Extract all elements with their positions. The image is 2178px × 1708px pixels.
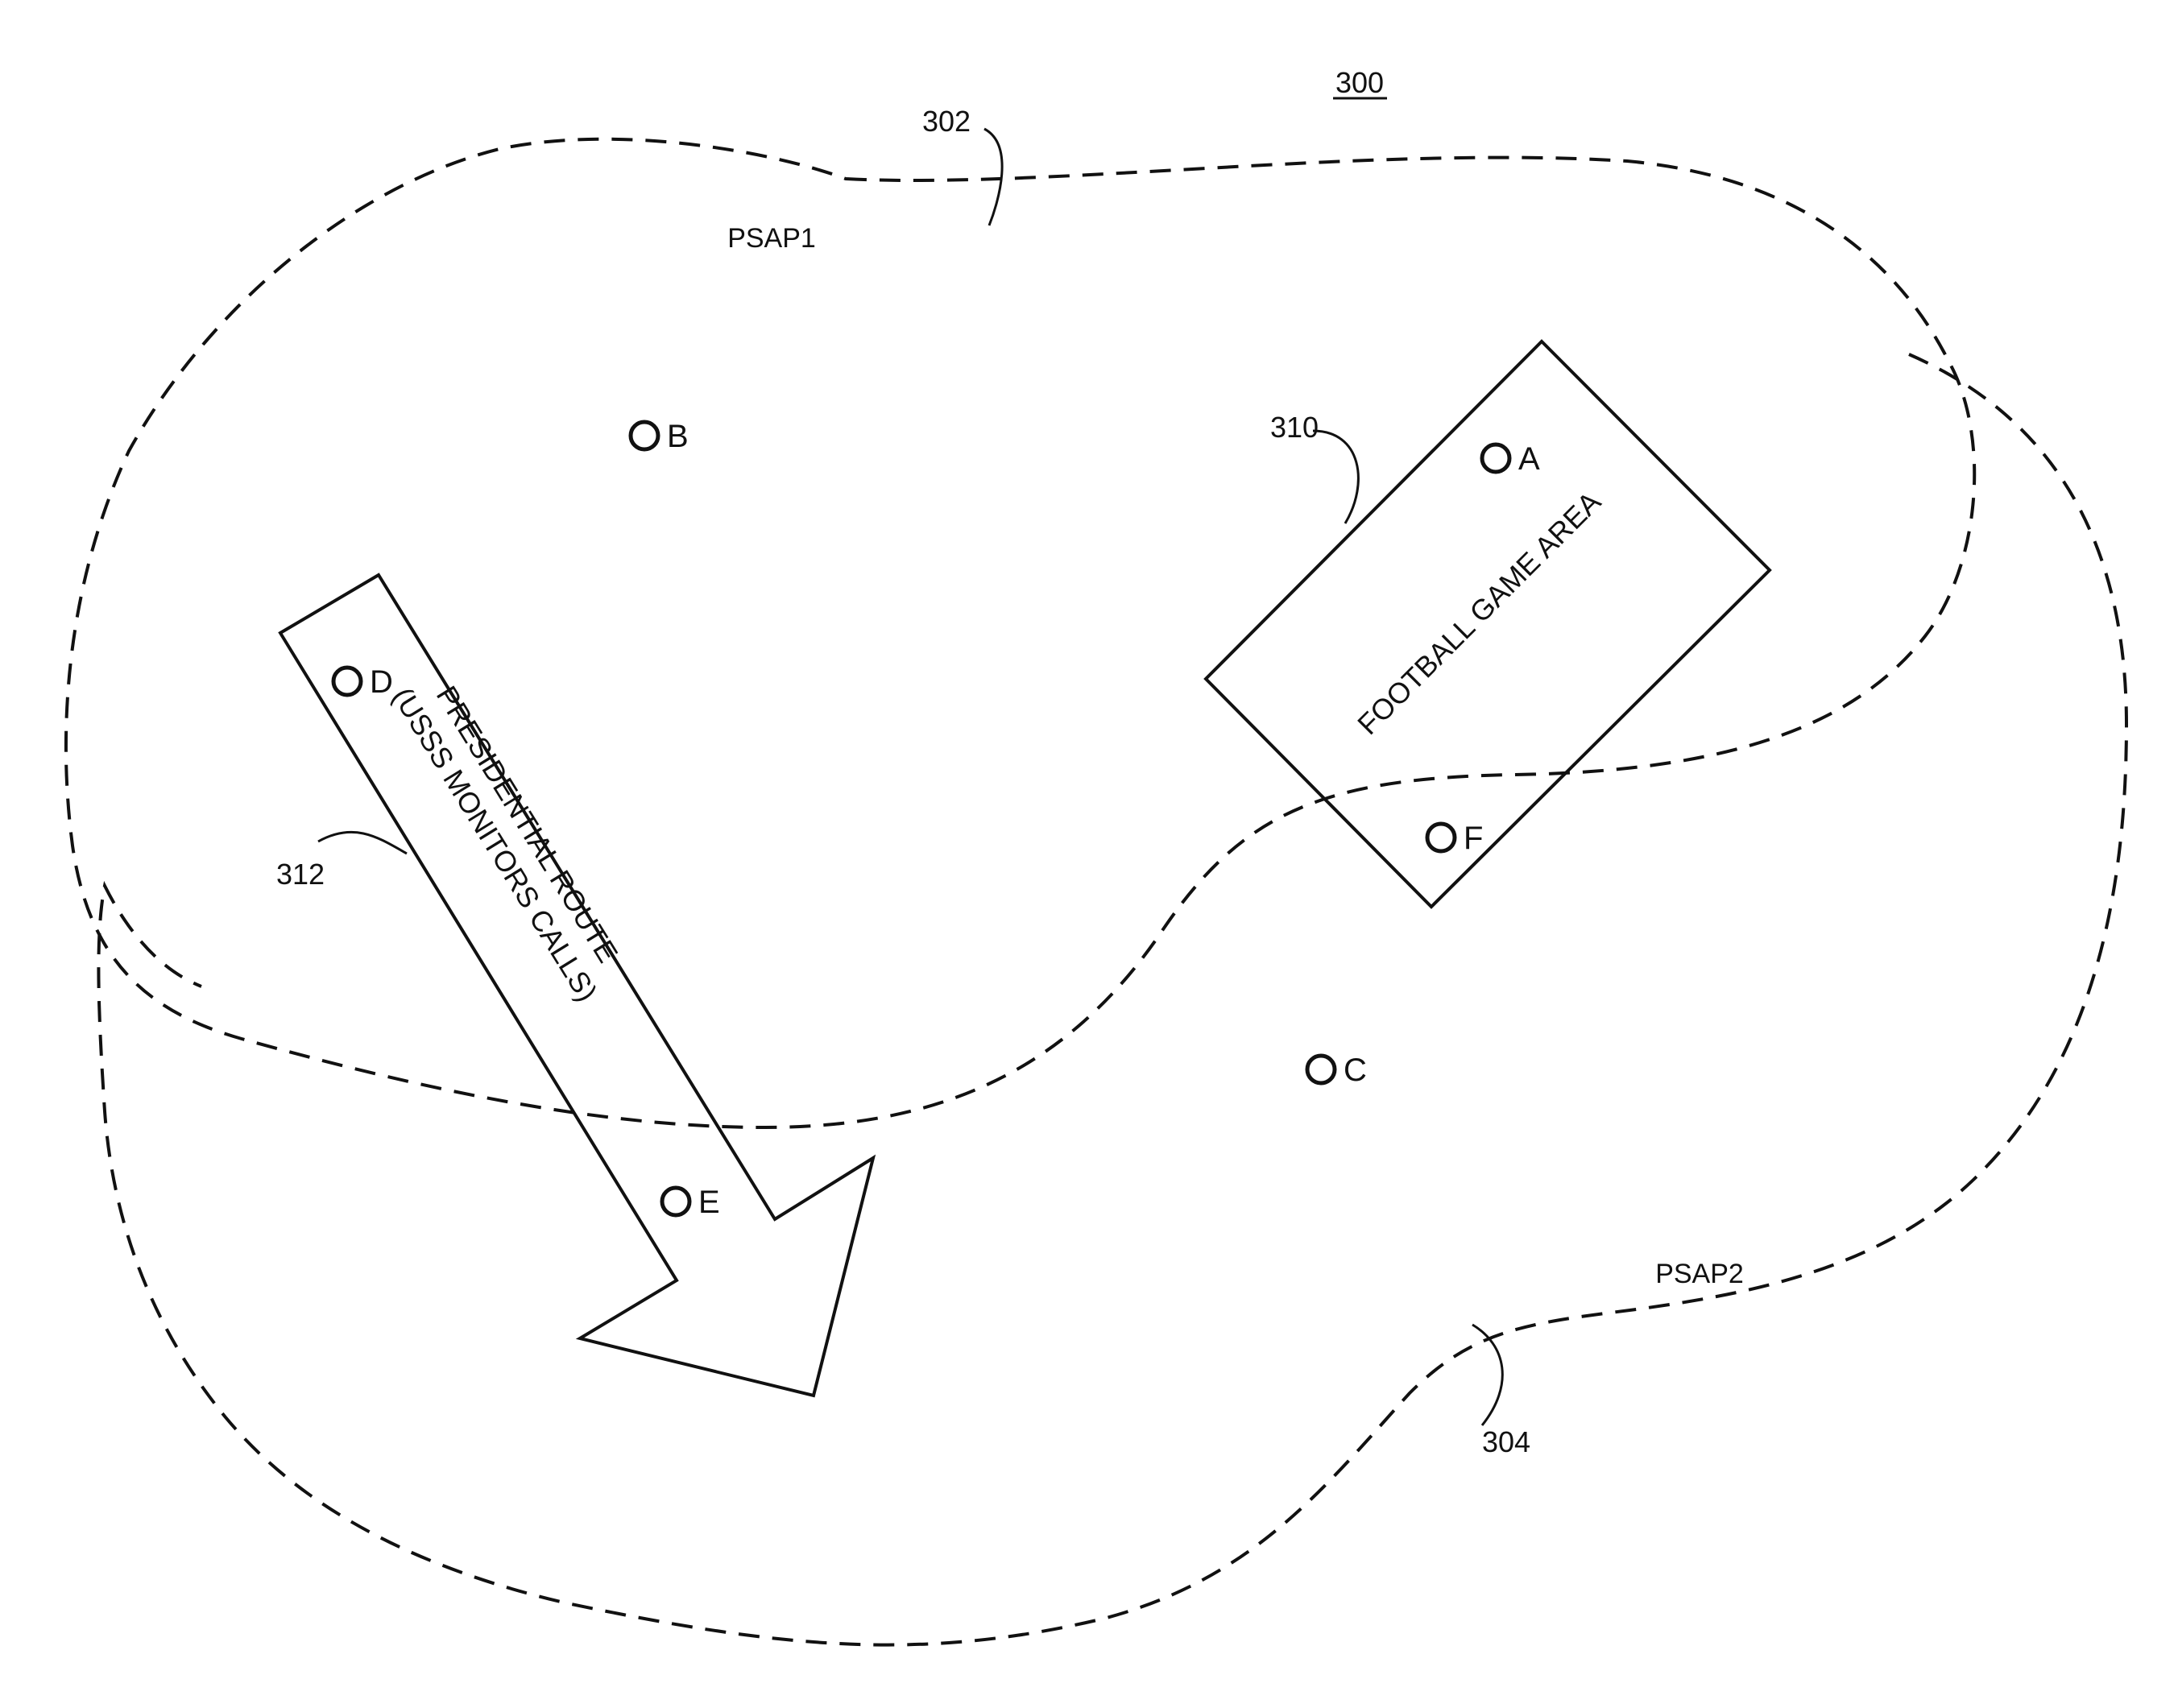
psap2-label: PSAP2 <box>1655 1259 1744 1289</box>
presidential-route-sublabel: (USSS MONITORS CALLS) <box>386 681 603 1007</box>
location-d-marker <box>333 668 361 695</box>
ref-304: 304 <box>1482 1425 1530 1458</box>
location-c-marker <box>1307 1056 1335 1083</box>
location-b: B <box>631 419 689 454</box>
location-f-marker <box>1427 824 1455 851</box>
ref-312: 312 <box>276 858 325 891</box>
location-e: E <box>662 1185 720 1220</box>
location-a-label: A <box>1518 441 1540 477</box>
location-f: F <box>1427 821 1483 856</box>
location-c-label: C <box>1344 1053 1367 1088</box>
psap2-boundary <box>98 354 2126 1645</box>
ref-310-leader <box>1313 431 1358 523</box>
location-b-label: B <box>667 419 689 454</box>
ref-302: 302 <box>922 105 971 138</box>
location-a: A <box>1482 441 1540 477</box>
location-e-label: E <box>698 1185 720 1220</box>
ref-312-leader <box>318 832 407 854</box>
psap1-label: PSAP1 <box>727 223 816 254</box>
location-f-label: F <box>1464 821 1483 856</box>
location-d-label: D <box>370 664 393 700</box>
figure-number: 300 <box>1335 66 1384 99</box>
ref-302-leader <box>984 129 1002 225</box>
football-game-area-label: FOOTBALL GAME AREA <box>1351 485 1607 741</box>
psap1-boundary <box>66 139 1974 1127</box>
location-e-marker <box>662 1188 689 1215</box>
location-a-marker <box>1482 445 1509 472</box>
location-c: C <box>1307 1053 1367 1088</box>
ref-310: 310 <box>1270 411 1319 444</box>
location-d: D <box>333 664 393 700</box>
location-b-marker <box>631 422 658 449</box>
